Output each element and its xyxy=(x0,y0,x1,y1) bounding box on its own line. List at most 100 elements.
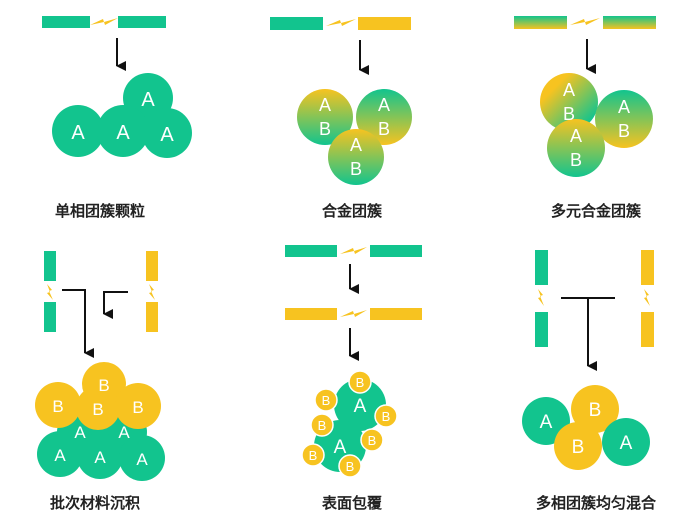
caption-surface-coating: 表面包覆 xyxy=(322,494,383,512)
shell-particle-b xyxy=(310,413,334,437)
target-bar-a-bottom xyxy=(44,302,56,332)
particle-b xyxy=(571,385,619,433)
alloy-particle xyxy=(328,129,384,185)
particle-label: B xyxy=(318,418,327,433)
particle-label: A xyxy=(334,437,347,458)
particle-label: B xyxy=(382,409,391,424)
target-bar-b-bottom xyxy=(641,312,654,347)
particle-label: A xyxy=(620,433,633,454)
target-bar-b-top xyxy=(146,251,158,281)
cluster-group: A B B A xyxy=(522,385,650,470)
particle-label: A xyxy=(570,126,582,146)
particle-label: B xyxy=(350,159,362,179)
shell-particle-b xyxy=(314,388,338,412)
arrow-path-b xyxy=(103,291,128,319)
alloy-particle xyxy=(297,89,353,145)
spark-icon xyxy=(538,289,544,306)
particle-label: A xyxy=(350,135,362,155)
alloy-target-bar-left xyxy=(514,16,567,29)
particle-label: B xyxy=(378,119,390,139)
cluster-group: A A A A xyxy=(52,73,192,158)
panel-alloy: A B A B A B xyxy=(270,17,412,185)
particle-a xyxy=(52,105,104,157)
caption-multi-alloy: 多元合金团簇 xyxy=(551,202,642,220)
shell-particle-b xyxy=(348,370,372,394)
particle-a xyxy=(602,418,650,466)
target-bar-b-left xyxy=(285,308,337,320)
target-bar-right xyxy=(118,16,166,28)
target-bar-b-top xyxy=(641,250,654,285)
target-bar-a-bottom xyxy=(535,312,548,347)
caption-batch-deposition: 批次材料沉积 xyxy=(50,494,141,512)
particle-label: A xyxy=(118,423,130,442)
alloy-particle xyxy=(547,119,605,177)
target-bar-b xyxy=(358,17,411,30)
particle-label: B xyxy=(309,448,318,463)
particle-b xyxy=(76,386,120,430)
caption-alloy: 合金团簇 xyxy=(322,202,383,220)
shell-particle-b xyxy=(374,404,398,428)
target-bar-b-right xyxy=(370,308,422,320)
particle-label: B xyxy=(92,400,103,419)
core-particle-a xyxy=(334,379,386,431)
cluster-group: B B B B A A A A A xyxy=(35,362,165,481)
particle-label: A xyxy=(319,95,331,115)
target-bar-left xyxy=(42,16,90,28)
arrow-path-a xyxy=(62,289,94,358)
particle-label: A xyxy=(540,412,553,433)
panel-batch-deposition: B B B B A A A A A xyxy=(35,251,165,481)
particle-label: A xyxy=(563,80,575,100)
target-bar-a-top xyxy=(535,250,548,285)
particle-label: B xyxy=(322,393,331,408)
particle-label: B xyxy=(618,121,630,141)
spark-icon xyxy=(149,284,155,300)
spark-icon xyxy=(644,289,650,306)
panel-single-phase: A A A A xyxy=(42,16,192,158)
cluster-group: A A B B B B B B B xyxy=(301,370,398,478)
particle-b xyxy=(115,383,161,429)
particle-a xyxy=(37,431,83,477)
shell-particle-b xyxy=(338,454,362,478)
spark-icon xyxy=(340,247,367,254)
particle-a xyxy=(97,105,149,157)
particle-label: A xyxy=(94,448,106,467)
particle-label: A xyxy=(160,124,174,146)
particle-label: B xyxy=(368,433,377,448)
particle-a xyxy=(77,433,123,479)
particle-label: A xyxy=(354,396,367,417)
particle-label: A xyxy=(116,122,130,144)
spark-icon xyxy=(570,18,600,25)
cluster-group: A B A B A B xyxy=(540,73,653,177)
particle-a xyxy=(142,108,192,158)
particle-label: A xyxy=(54,446,66,465)
particle-label: B xyxy=(52,397,63,416)
particle-label: A xyxy=(74,423,86,442)
particle-label: B xyxy=(563,104,575,124)
particle-b xyxy=(35,382,81,428)
shell-particle-b xyxy=(301,443,325,467)
spark-icon xyxy=(90,18,118,25)
alloy-particle xyxy=(540,73,598,131)
panel-surface-coating: A A B B B B B B B xyxy=(285,245,422,478)
panel-multi-alloy: A B A B A B xyxy=(514,16,656,177)
spark-icon xyxy=(326,19,356,26)
target-bar-a xyxy=(270,17,323,30)
cluster-group: A B A B A B xyxy=(297,89,412,185)
particle-label: B xyxy=(356,375,365,390)
alloy-particle xyxy=(356,89,412,145)
particle-a xyxy=(119,435,165,481)
spark-icon xyxy=(47,284,53,300)
particle-label: B xyxy=(319,119,331,139)
particle-label: B xyxy=(346,459,355,474)
target-bar-b-bottom xyxy=(146,302,158,332)
target-bar-a-right xyxy=(370,245,422,257)
particle-label: A xyxy=(141,89,155,111)
panel-multiphase-mixing: A B B A xyxy=(522,250,654,470)
alloy-particle xyxy=(595,90,653,148)
particle-label: A xyxy=(378,95,390,115)
particle-label: B xyxy=(98,376,109,395)
caption-single-phase: 单相团簇颗粒 xyxy=(55,202,146,220)
particle-label: B xyxy=(589,400,602,421)
particle-label: B xyxy=(570,150,582,170)
